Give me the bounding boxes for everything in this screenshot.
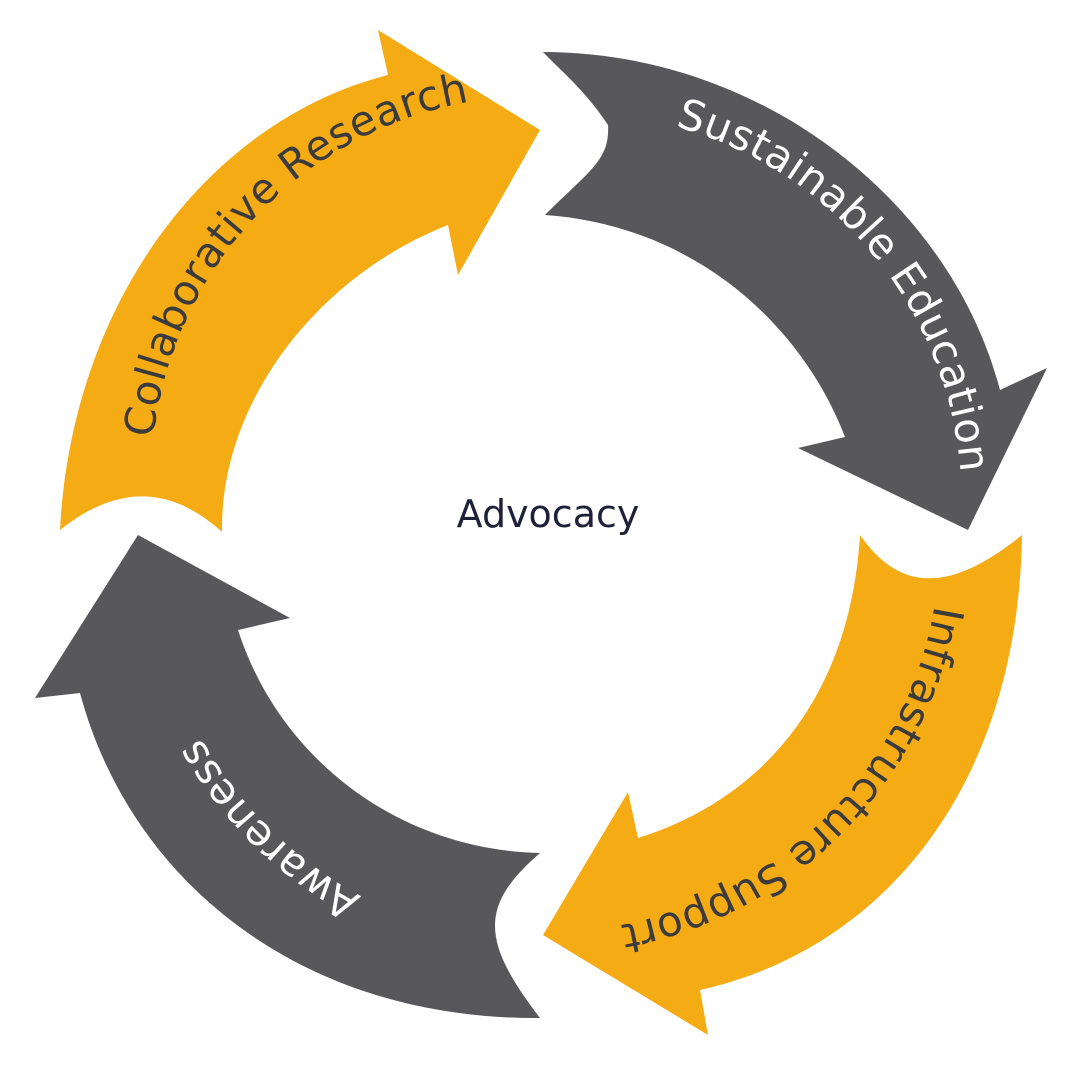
- arrow-sustainable-education: [543, 52, 1047, 530]
- center-label: Advocacy: [457, 492, 640, 536]
- arrow-infrastructure-support: [543, 535, 1022, 1035]
- arrow-awareness: [35, 535, 540, 1019]
- arrow-collaborative-research: [60, 30, 540, 532]
